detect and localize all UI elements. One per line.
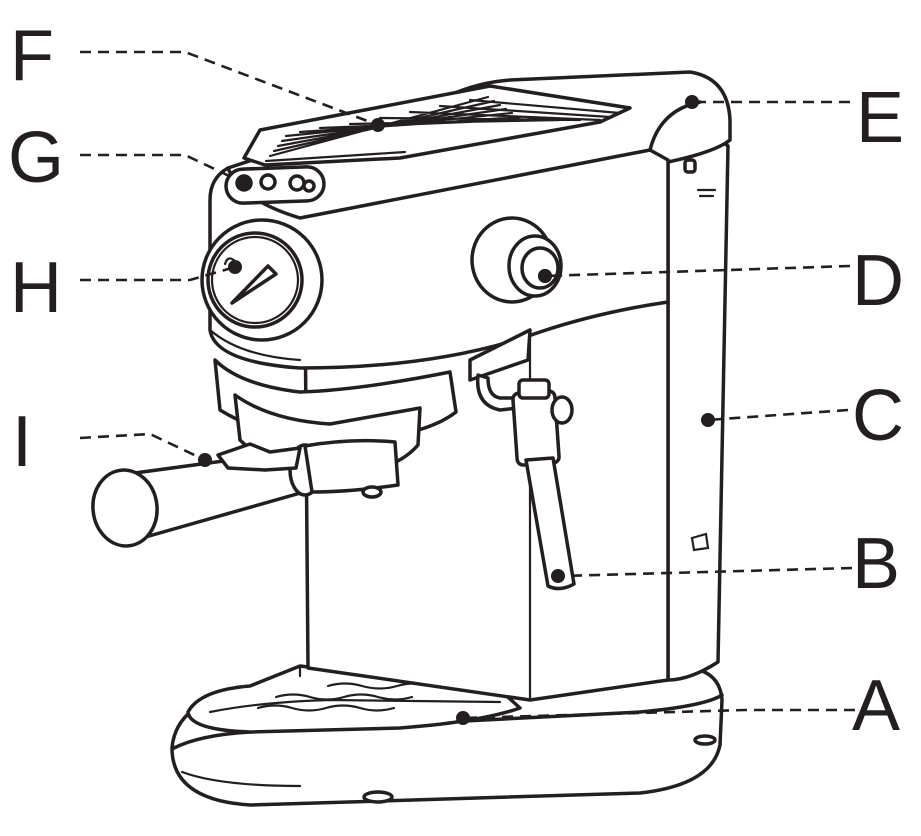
callout-dot-i: [198, 453, 212, 467]
callout-dot-d: [538, 269, 552, 283]
leader-line-f: [80, 52, 378, 125]
callout-label-i: I: [12, 402, 32, 482]
callout-label-a: A: [852, 666, 900, 746]
callout-dot-h: [228, 260, 242, 274]
callout-dot-b: [551, 569, 565, 583]
callout-label-g: G: [8, 118, 64, 198]
callout-label-e: E: [856, 78, 904, 158]
callout-dot-g: [237, 176, 251, 190]
callout-label-b: B: [852, 524, 900, 604]
callout-label-c: C: [852, 376, 904, 456]
callout-label-h: H: [10, 248, 62, 328]
leader-line-i: [80, 434, 205, 460]
callout-dot-c: [701, 413, 715, 427]
callout-label-d: D: [852, 241, 904, 321]
callout-dot-f: [371, 118, 385, 132]
leader-line-c: [708, 410, 848, 420]
pressure-gauge: [202, 220, 322, 340]
callout-label-f: F: [10, 16, 54, 96]
callout-dot-a: [456, 711, 470, 725]
callout-dot-e: [685, 95, 699, 109]
